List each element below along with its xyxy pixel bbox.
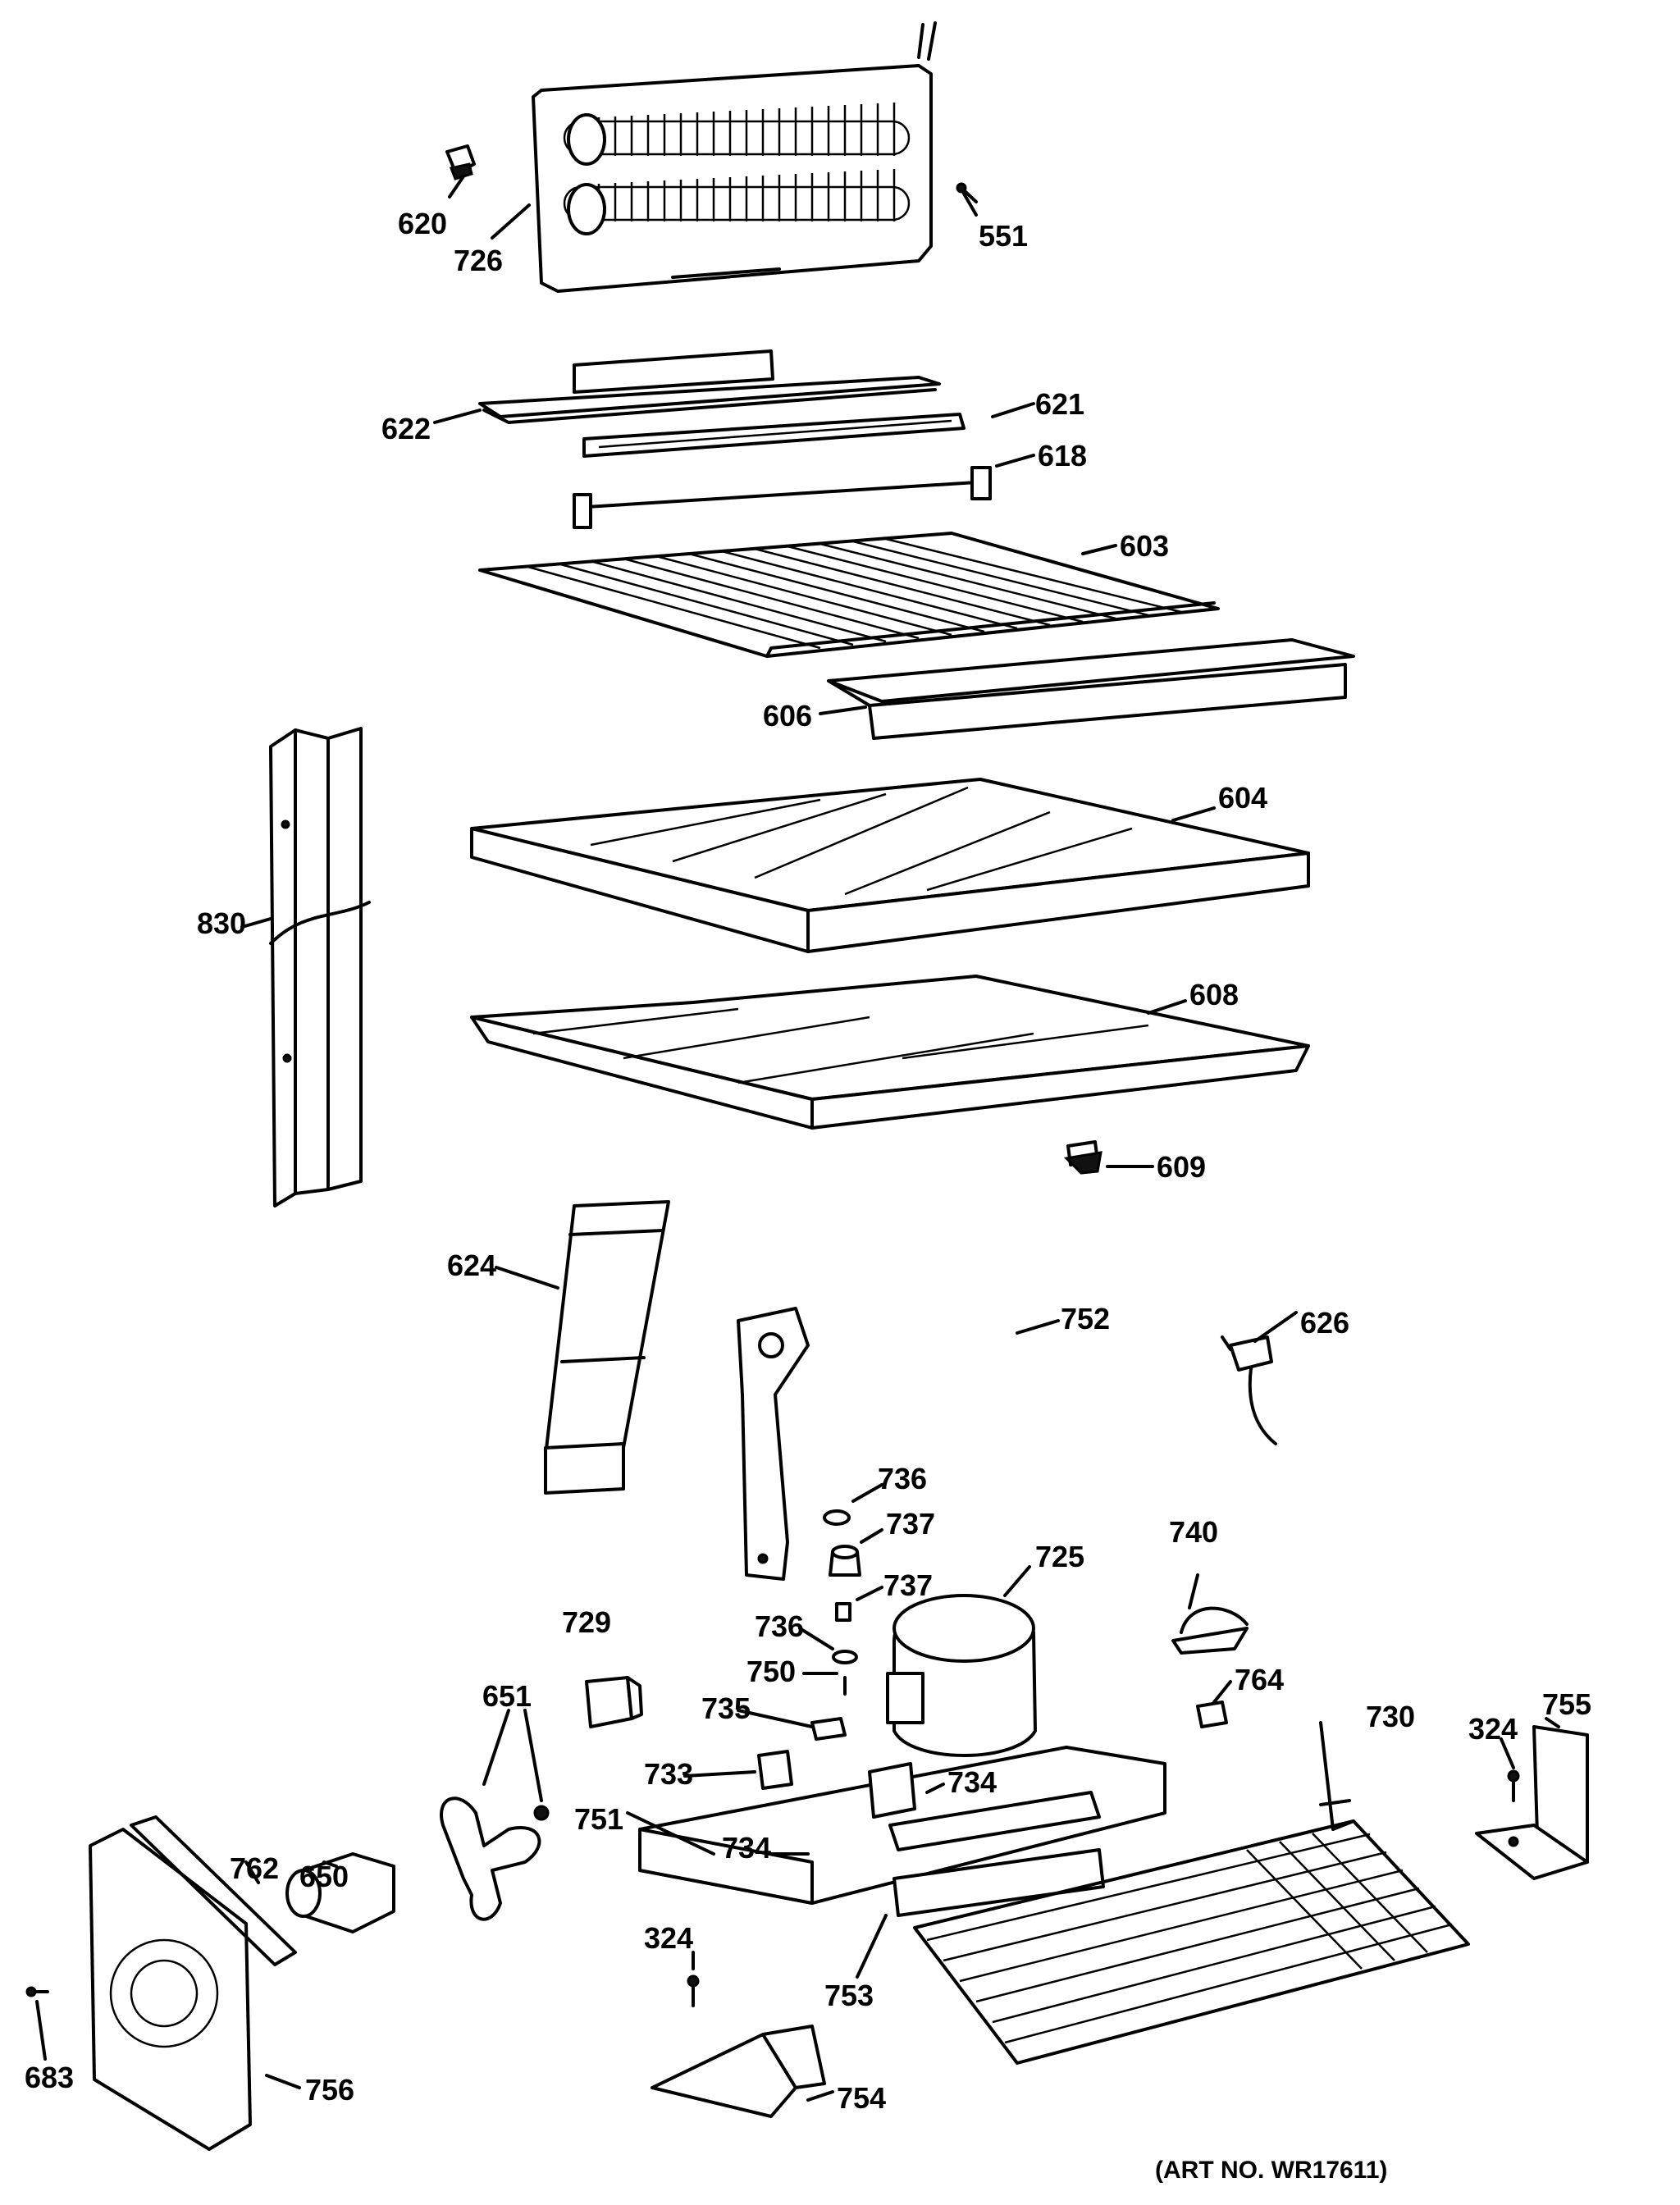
label-725: 725 (1035, 1540, 1084, 1573)
part-604-shelf (470, 778, 1310, 953)
part-740-clip (1171, 1606, 1249, 1655)
part-618-rod (573, 466, 992, 529)
label-733: 733 (644, 1757, 693, 1791)
label-734a: 734 (947, 1765, 997, 1799)
label-604: 604 (1218, 781, 1267, 815)
part-754-tray (651, 2025, 826, 2118)
label-740: 740 (1169, 1515, 1218, 1549)
part-725-compressor (886, 1594, 1037, 1757)
label-620: 620 (398, 207, 447, 240)
part-624-duct (544, 1200, 670, 1495)
label-729: 729 (562, 1605, 611, 1639)
label-750: 750 (746, 1655, 796, 1688)
part-726-evaporator (532, 21, 937, 293)
label-756: 756 (305, 2073, 354, 2107)
art-number: (ART NO. WR17611) (1155, 2157, 1387, 2184)
part-764-clamp (1196, 1701, 1228, 1728)
part-683-screw (25, 1986, 49, 1997)
leader-lines (35, 175, 1560, 2102)
part-603-shelf (478, 532, 1220, 658)
label-650: 650 (299, 1860, 349, 1893)
label-603: 603 (1120, 529, 1169, 563)
label-622: 622 (381, 412, 431, 445)
part-324-screw-b (687, 1974, 700, 2007)
label-751: 751 (574, 1802, 623, 1836)
part-755-bracket (1475, 1725, 1589, 1880)
part-606-cover (827, 638, 1355, 740)
label-324a: 324 (1468, 1712, 1518, 1746)
label-624: 624 (447, 1249, 496, 1282)
part-324-screw-a (1507, 1769, 1520, 1802)
label-764: 764 (1235, 1663, 1284, 1696)
label-651: 651 (482, 1679, 532, 1713)
part-labels: 620 726 551 622 621 618 603 606 604 830 … (25, 207, 1591, 2184)
part-650-fan-motor (285, 1852, 395, 1933)
label-762: 762 (230, 1851, 279, 1885)
label-621: 621 (1035, 387, 1084, 421)
part-753-cover (892, 1848, 1105, 1917)
label-754: 754 (837, 2081, 886, 2115)
label-730: 730 (1366, 1700, 1415, 1733)
part-626-cord (1221, 1335, 1277, 1445)
part-622-baffle (478, 349, 941, 424)
part-651-fan-blade (440, 1796, 550, 1921)
label-683: 683 (25, 2061, 74, 2094)
label-735: 735 (701, 1691, 751, 1725)
part-551-screw (956, 182, 978, 203)
label-736a: 736 (878, 1462, 927, 1495)
part-620-clip (445, 144, 476, 180)
label-752: 752 (1061, 1302, 1110, 1335)
label-755: 755 (1542, 1687, 1591, 1721)
label-736b: 736 (755, 1609, 804, 1643)
part-830-channel (269, 727, 371, 1208)
label-737a: 737 (886, 1507, 935, 1541)
part-730-condenser (913, 1721, 1470, 2065)
label-626: 626 (1300, 1306, 1349, 1340)
part-608-pan (470, 975, 1310, 1130)
part-762-gasket (130, 1815, 297, 1966)
label-734b: 734 (722, 1831, 771, 1865)
label-551: 551 (979, 219, 1028, 253)
part-736-737-mounts (823, 1509, 861, 1696)
label-618: 618 (1038, 439, 1087, 472)
part-621-heater (582, 413, 966, 458)
label-737b: 737 (883, 1568, 933, 1602)
label-609: 609 (1157, 1150, 1206, 1184)
label-830: 830 (197, 906, 246, 940)
part-729-relay (585, 1676, 643, 1728)
part-609-clip (1063, 1140, 1102, 1175)
part-752-bracket (737, 1307, 810, 1581)
part-733-overload (757, 1750, 793, 1790)
label-608: 608 (1189, 978, 1239, 1011)
part-756-shroud (89, 1828, 252, 2151)
part-735-clip (810, 1717, 847, 1741)
part-751-base (638, 1746, 1166, 1905)
label-324b: 324 (644, 1921, 693, 1955)
label-606: 606 (763, 699, 812, 733)
label-726: 726 (454, 244, 503, 277)
label-753: 753 (824, 1979, 874, 2012)
